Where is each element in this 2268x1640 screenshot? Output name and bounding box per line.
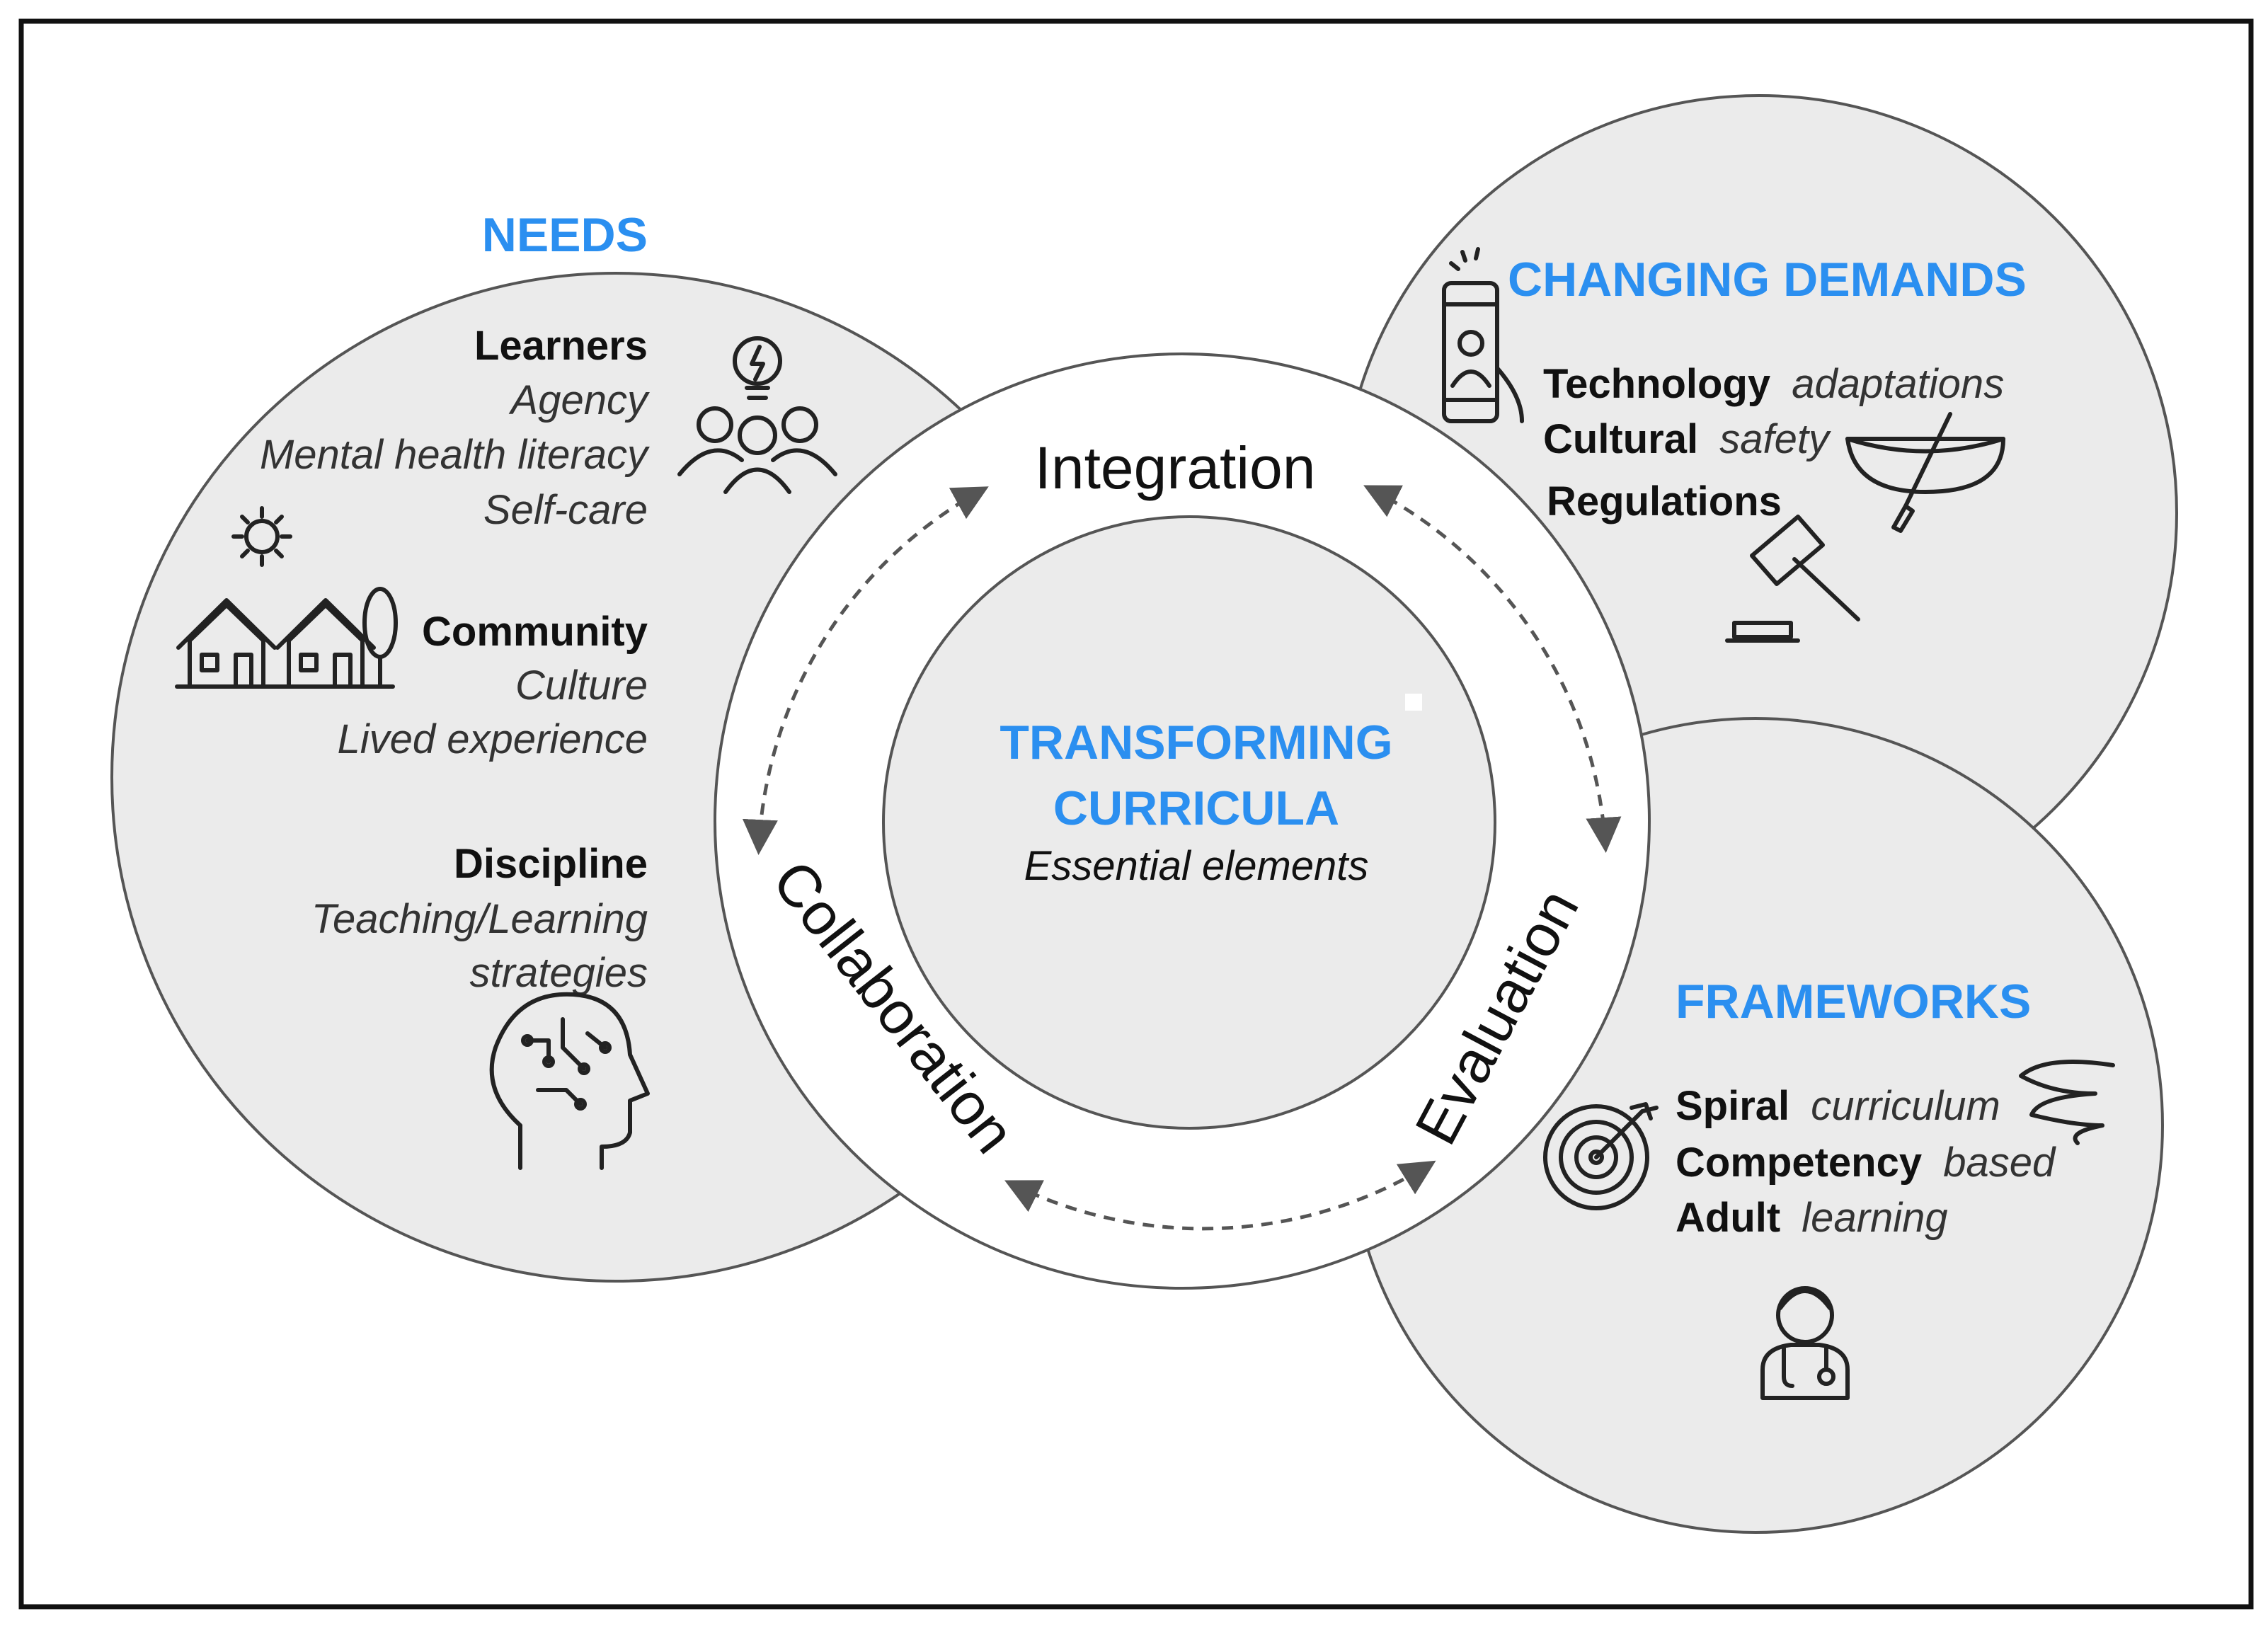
item-bold: Technology bbox=[1543, 361, 1770, 407]
item-bold: Spiral bbox=[1676, 1083, 1789, 1129]
changing-demands-item: Regulations bbox=[1547, 478, 1782, 524]
gavel-icon bbox=[1725, 515, 1860, 643]
needs-discipline-label: Discipline bbox=[454, 841, 648, 887]
ring-label-integration: Integration bbox=[1035, 435, 1316, 501]
arrow-integration-collaboration bbox=[742, 486, 989, 855]
houses-tree-icon bbox=[175, 587, 398, 689]
needs-learners-item: Self-care bbox=[483, 487, 648, 533]
needs-learners-item: Agency bbox=[509, 377, 650, 423]
needs-learners-label: Learners bbox=[474, 323, 648, 369]
frameworks-heading: FRAMEWORKS bbox=[1676, 975, 2031, 1028]
changing-demands-heading: CHANGING DEMANDS bbox=[1508, 253, 2027, 306]
item-italic: safety bbox=[1719, 416, 1831, 462]
needs-discipline-item: Teaching/Learning bbox=[311, 896, 648, 942]
needs-community-item: Culture bbox=[515, 663, 648, 709]
item-italic: based bbox=[1943, 1140, 2056, 1186]
center-subtitle: Essential elements bbox=[1024, 843, 1369, 889]
frameworks-item: Spiral curriculum bbox=[1676, 1083, 2000, 1129]
arrow-collaboration-evaluation bbox=[1004, 1160, 1436, 1231]
needs-heading: NEEDS bbox=[482, 208, 648, 262]
frameworks-item: Adult learning bbox=[1676, 1195, 1948, 1241]
target-arrow-icon bbox=[1543, 1102, 1659, 1210]
arrow-integration-evaluation bbox=[1363, 485, 1622, 853]
spiral-icon bbox=[2019, 1060, 2115, 1145]
doctor-icon bbox=[1760, 1286, 1850, 1400]
needs-community-label: Community bbox=[422, 609, 648, 655]
changing-demands-item: Technology adaptations bbox=[1543, 361, 2004, 407]
head-circuit-icon bbox=[489, 992, 650, 1170]
item-bold: Regulations bbox=[1547, 478, 1782, 524]
people-lightbulb-icon bbox=[677, 336, 837, 494]
center-title-line2: CURRICULA bbox=[1053, 781, 1339, 835]
item-italic: adaptations bbox=[1792, 361, 2004, 407]
sun-icon bbox=[231, 506, 292, 567]
needs-discipline-item: strategies bbox=[470, 950, 648, 996]
needs-community-item: Lived experience bbox=[337, 716, 648, 762]
small-white-mark bbox=[1405, 694, 1422, 711]
canoe-paddle-icon bbox=[1845, 412, 2005, 533]
item-italic: learning bbox=[1802, 1195, 1947, 1241]
needs-learners-item: Mental health literacy bbox=[260, 432, 650, 478]
item-bold: Competency bbox=[1676, 1140, 1922, 1186]
item-bold: Adult bbox=[1676, 1195, 1780, 1241]
center-title-line1: TRANSFORMING bbox=[1000, 716, 1392, 769]
smartphone-user-icon bbox=[1442, 247, 1524, 423]
item-italic: curriculum bbox=[1811, 1083, 2000, 1129]
changing-demands-item: Cultural safety bbox=[1543, 416, 1831, 462]
item-bold: Cultural bbox=[1543, 416, 1698, 462]
frameworks-item: Competency based bbox=[1676, 1140, 2056, 1186]
